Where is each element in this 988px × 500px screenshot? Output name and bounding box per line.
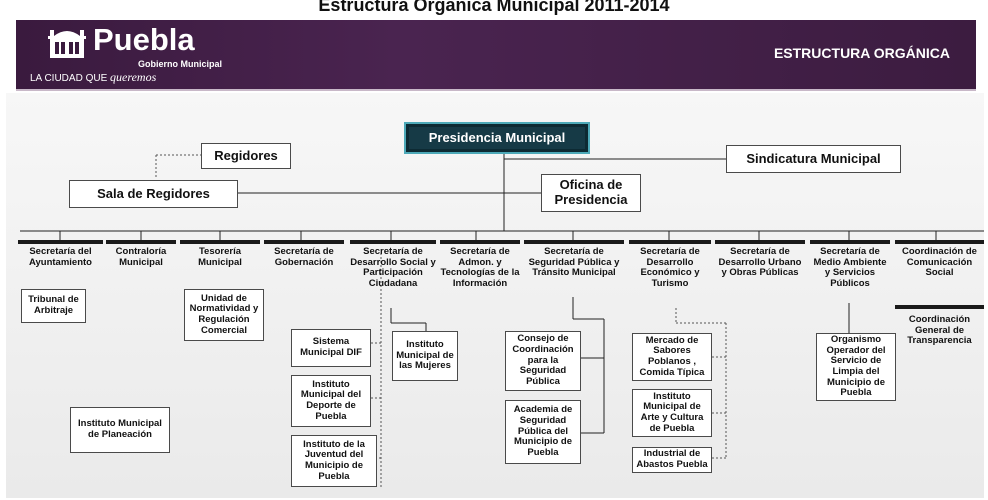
tagline-script: queremos: [110, 70, 157, 84]
puebla-cathedral-icon: [48, 30, 86, 58]
secretaria-desarrollo-social: Secretaría de Desarrollo Social y Partic…: [350, 246, 436, 289]
secretaria-bar-1: [106, 240, 176, 244]
secretaria-bar-3: [264, 240, 344, 244]
tagline-prefix: LA CIUDAD QUE: [30, 73, 108, 84]
sindicatura-box: Sindicatura Municipal: [726, 145, 901, 173]
header-divider: [16, 89, 976, 91]
secretaria-desarrollo-economico: Secretaría de Desarrollo Económico y Tur…: [640, 246, 700, 289]
secretaria-medio-ambiente: Secretaría de Medio Ambiente y Servicios…: [813, 246, 887, 289]
tesoreria-municipal: Tesorería Municipal: [198, 246, 242, 268]
consejo-coordinacion-box: Consejo de Coordinación para la Segurida…: [505, 331, 581, 391]
oficina-presidencia-box: Oficina de Presidencia: [541, 174, 641, 212]
secretaria-admon-tecnologias: Secretaría de Admon. y Tecnologías de la…: [440, 246, 520, 289]
secretaria-bar-0: [18, 240, 103, 244]
header-title: ESTRUCTURA ORGÁNICA: [773, 45, 950, 61]
instituto-arte-cultura-box: Instituto Municipal de Arte y Cultura de…: [632, 389, 712, 437]
secretaria-ayuntamiento: Secretaría del Ayuntamiento: [29, 246, 92, 268]
org-chart: Presidencia Municipal Regidores Sala de …: [6, 93, 984, 498]
coordinacion-comunicacion-social: Coordinación de Comunicación Social: [902, 246, 977, 279]
logo-subtitle: Gobierno Municipal: [138, 59, 223, 69]
secretaria-gobernacion: Secretaría de Gobernación: [274, 246, 334, 268]
secretaria-bar-6: [524, 240, 624, 244]
logo-tagline: LA CIUDAD QUE queremos: [30, 70, 156, 85]
secretaria-bar-4: [350, 240, 436, 244]
secretaria-bar-9: [810, 240, 890, 244]
secretaria-bar-2: [180, 240, 260, 244]
unidad-normatividad-box: Unidad de Normatividad y Regulación Come…: [184, 289, 264, 341]
tribunal-arbitraje-box: Tribunal de Arbitraje: [21, 289, 86, 323]
secretaria-bar-7: [629, 240, 711, 244]
logo-name: Puebla: [93, 22, 195, 57]
instituto-juventud-box: Instituto de la Juventud del Municipio d…: [291, 435, 377, 487]
secretaria-seguridad-publica: Secretaría de Seguridad Pública y Tránsi…: [528, 246, 620, 279]
mercado-sabores-box: Mercado de Sabores Poblanos , Comida Típ…: [632, 333, 712, 381]
secretaria-bar-8: [715, 240, 805, 244]
header-banner: Puebla Gobierno Municipal LA CIUDAD QUE …: [16, 20, 976, 90]
secretaria-desarrollo-urbano: Secretaría de Desarrollo Urbano y Obras …: [718, 246, 802, 279]
secretaria-bar-11: [895, 305, 984, 309]
presidencia-municipal-box: Presidencia Municipal: [404, 122, 590, 154]
regidores-box: Regidores: [201, 143, 291, 169]
secretaria-bar-5: [440, 240, 520, 244]
instituto-mujeres-box: Instituto Municipal de las Mujeres: [392, 331, 458, 381]
page-title: Estructura Organica Municipal 2011-2014: [318, 0, 670, 15]
instituto-deporte-box: Instituto Municipal del Deporte de Puebl…: [291, 375, 371, 427]
connector-lines: [20, 152, 984, 488]
sala-regidores-box: Sala de Regidores: [69, 180, 238, 208]
sistema-dif-box: Sistema Municipal DIF: [291, 329, 371, 367]
organismo-limpia-box: Organismo Operador del Servicio de Limpi…: [816, 333, 896, 401]
contraloria-municipal: Contraloría Municipal: [115, 246, 167, 268]
instituto-planeacion-box: Instituto Municipal de Planeación: [70, 407, 170, 453]
secretaria-bar-10: [895, 240, 984, 244]
academia-seguridad-box: Academia de Seguridad Pública del Munici…: [505, 400, 581, 464]
coordinacion-transparencia: Coordinación General de Transparencia: [907, 314, 972, 347]
industrial-abastos-box: Industrial de Abastos Puebla: [632, 447, 712, 473]
